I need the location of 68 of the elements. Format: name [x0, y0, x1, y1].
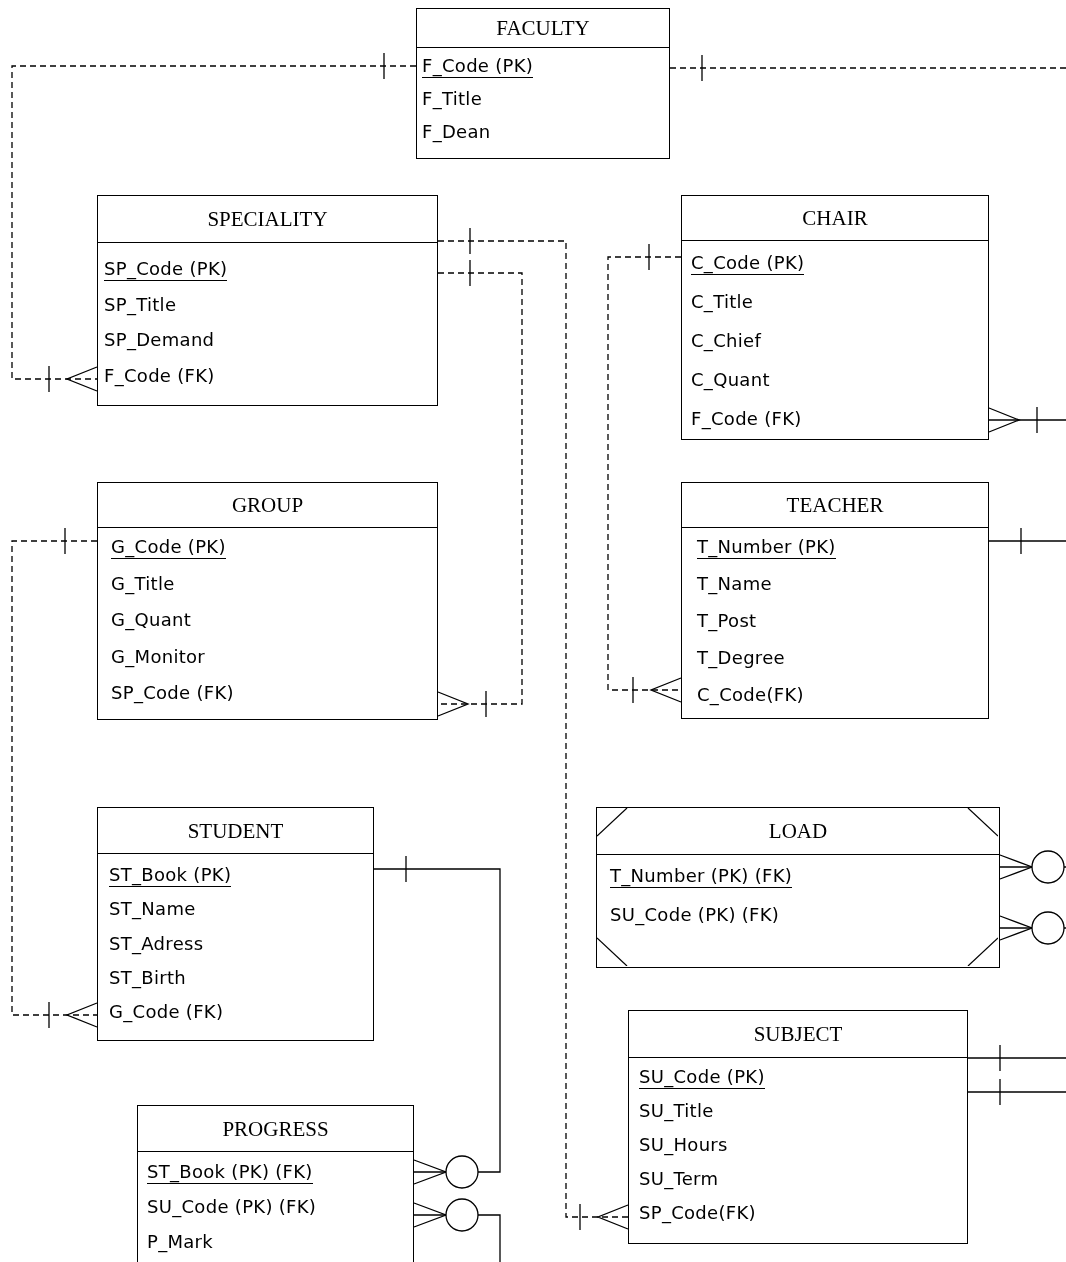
relationship-line	[607, 243, 682, 704]
relationship-line	[999, 911, 1066, 945]
attribute-name: T_Number (PK) (FK)	[610, 865, 793, 888]
attribute-name: ST_Book (PK) (FK)	[147, 1161, 313, 1184]
attribute-name: SU_Code (PK) (FK)	[610, 904, 780, 926]
entity-box	[97, 482, 438, 720]
attribute-name: F_Dean	[422, 121, 491, 143]
attribute-name: SP_Code(FK)	[639, 1202, 756, 1224]
entity-title: PROGRESS	[221, 1116, 330, 1141]
relationship-line	[999, 850, 1066, 884]
entity-box	[137, 1105, 414, 1262]
entity-box	[416, 8, 670, 159]
entity-title: SPECIALITY	[206, 207, 329, 231]
attribute-name: F_Code (FK)	[104, 364, 215, 387]
relationship-line	[373, 855, 501, 1189]
relationship-line	[988, 406, 1066, 434]
attribute-name: G_Title	[111, 572, 175, 595]
entity-box	[681, 195, 989, 440]
entity-title: STUDENT	[186, 818, 285, 843]
entity-box	[97, 195, 438, 406]
relationship-line	[967, 1078, 1066, 1106]
relationship-line	[11, 527, 98, 1029]
attribute-name: T_Degree	[697, 647, 785, 669]
attribute-name: SP_Demand	[104, 329, 215, 351]
entity-title: GROUP	[230, 493, 305, 517]
attribute-name: G_Code (PK)	[111, 536, 226, 559]
relationship-line	[11, 52, 417, 393]
attribute-name: SP_Code (PK)	[104, 258, 228, 281]
attribute-name: ST_Book (PK)	[109, 864, 232, 887]
relationship-line	[669, 54, 1066, 82]
attribute-name: C_Code(FK)	[697, 684, 804, 706]
entity-title: FACULTY	[495, 16, 591, 40]
entity-title: CHAIR	[801, 206, 869, 230]
attribute-name: F_Code (FK)	[691, 408, 802, 430]
entity-title: SUBJECT	[752, 1022, 844, 1046]
attribute-name: G_Code (FK)	[109, 1001, 224, 1024]
attribute-name: F_Code (PK)	[422, 55, 534, 78]
relationship-line	[967, 1044, 1066, 1072]
relationship-line	[988, 527, 1066, 555]
attribute-name: T_Number (PK)	[697, 536, 836, 559]
attribute-name: SU_Term	[639, 1168, 719, 1190]
attribute-name: ST_Name	[109, 898, 196, 921]
attribute-name: C_Quant	[691, 369, 770, 391]
attribute-name: SU_Title	[639, 1100, 714, 1122]
attribute-name: SP_Title	[104, 293, 177, 316]
attribute-name: C_Code (PK)	[691, 252, 805, 275]
attribute-name: SU_Code (PK)	[639, 1066, 765, 1089]
relationship-line	[437, 227, 629, 1231]
attribute-name: C_Chief	[691, 330, 762, 352]
entity-title: TEACHER	[785, 493, 885, 517]
attribute-name: SU_Hours	[639, 1134, 728, 1156]
attribute-name: G_Quant	[111, 609, 192, 631]
attribute-name: SP_Code (FK)	[111, 682, 234, 704]
attribute-name: ST_Birth	[109, 966, 187, 989]
entity-box	[681, 482, 989, 719]
attribute-name: T_Post	[697, 610, 757, 632]
attribute-name: G_Monitor	[111, 645, 206, 668]
attribute-name: C_Title	[691, 291, 754, 313]
relationship-line	[413, 1198, 501, 1262]
attribute-name: SU_Code (PK) (FK)	[147, 1196, 317, 1218]
entity-box	[628, 1010, 968, 1244]
attribute-name: T_Name	[697, 573, 772, 595]
relationship-line	[437, 259, 523, 718]
attribute-name: P_Mark	[147, 1231, 214, 1253]
attribute-name: ST_Adress	[109, 932, 204, 955]
entity-box	[97, 807, 374, 1041]
entity-title: LOAD	[767, 819, 829, 843]
attribute-name: F_Title	[422, 88, 483, 110]
